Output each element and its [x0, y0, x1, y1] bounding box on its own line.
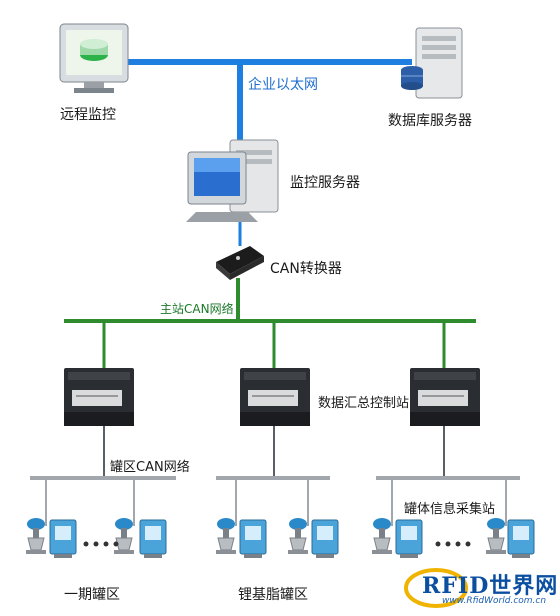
master-can-bus — [64, 319, 476, 370]
tank-area-bus-3 — [376, 476, 520, 526]
radar-level-gauge-icon — [114, 518, 134, 554]
monitor-server-label: 监控服务器 — [290, 175, 360, 191]
controller-unit-3 — [410, 368, 480, 476]
radar-level-gauge-icon — [372, 518, 392, 554]
db-server-label: 数据库服务器 — [388, 113, 472, 129]
controller-unit-2 — [240, 368, 310, 476]
tank-can-label: 罐区CAN网络 — [110, 460, 190, 475]
monitor-server-icon — [186, 139, 279, 222]
enterprise-ethernet-link — [128, 59, 412, 140]
remote-monitor-label: 远程监控 — [60, 107, 116, 123]
remote-monitor-icon — [59, 23, 129, 93]
enterprise-lan-label: 企业以太网 — [248, 77, 318, 93]
transmitter-icon — [49, 519, 77, 558]
transmitter-icon — [239, 519, 267, 558]
transmitter-icon — [311, 519, 339, 558]
ellipsis-dots-1 — [83, 541, 119, 547]
controller-unit-1 — [64, 368, 134, 476]
zone-phase1-label: 一期罐区 — [64, 587, 120, 603]
transmitter-icon — [139, 519, 167, 558]
radar-level-gauge-icon — [26, 518, 46, 554]
radar-level-gauge-icon — [486, 518, 506, 554]
database-server-icon — [401, 27, 463, 99]
tank-area-bus-1 — [30, 476, 176, 526]
field-instruments — [26, 518, 535, 558]
radar-level-gauge-icon — [288, 518, 308, 554]
zone-lithium-label: 锂基脂罐区 — [238, 587, 308, 603]
tank-area-bus-2 — [216, 476, 330, 526]
tank-station-label: 罐体信息采集站 — [404, 502, 496, 517]
ellipsis-dots-3 — [435, 541, 471, 547]
watermark-logo: RFID世界网 www.RfidWorld.com.cn — [402, 566, 559, 612]
transmitter-icon — [395, 519, 423, 558]
can-converter-icon — [216, 246, 264, 280]
radar-level-gauge-icon — [216, 518, 236, 554]
transmitter-icon — [507, 519, 535, 558]
data-controller-label: 数据汇总控制站 — [318, 396, 410, 411]
can-converter-label: CAN转换器 — [270, 261, 342, 277]
master-can-label: 主站CAN网络 — [160, 302, 234, 316]
watermark-url: www.RfidWorld.com.cn — [442, 596, 547, 606]
watermark-brand: RFID世界网 — [422, 573, 559, 599]
